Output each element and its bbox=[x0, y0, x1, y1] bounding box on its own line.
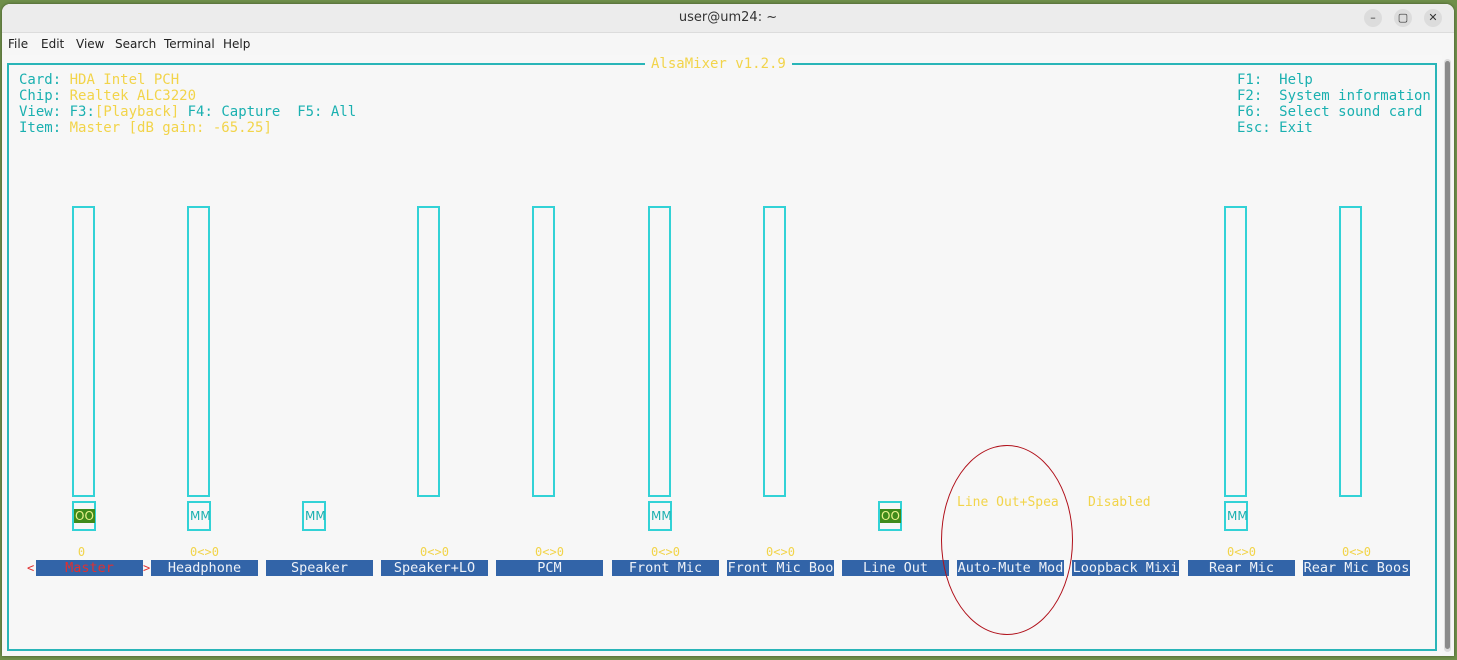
channel-label-line-out[interactable]: Line Out bbox=[842, 560, 949, 576]
mute-toggle-headphone[interactable]: MM bbox=[187, 501, 211, 531]
menu-bar: File Edit View Search Terminal Help bbox=[2, 33, 1454, 55]
value-rear-mic: 0<>0 bbox=[1227, 545, 1256, 559]
maximize-icon[interactable]: ▢ bbox=[1394, 9, 1412, 27]
volume-bar-master[interactable] bbox=[72, 206, 95, 497]
close-icon[interactable]: ✕ bbox=[1424, 9, 1442, 27]
item-line: Item: Master [dB gain: -65.25] bbox=[19, 120, 272, 136]
mute-toggle-front-mic[interactable]: MM bbox=[648, 501, 672, 531]
chip-line: Chip: Realtek ALC3220 bbox=[19, 88, 197, 104]
channel-label-speaker[interactable]: Speaker bbox=[266, 560, 373, 576]
card-line: Card: HDA Intel PCH bbox=[19, 72, 180, 88]
channel-label-loopback-mixing[interactable]: Loopback Mixi bbox=[1072, 560, 1179, 576]
value-rear-mic-boost: 0<>0 bbox=[1342, 545, 1371, 559]
help-f2: F2: System information bbox=[1237, 88, 1431, 104]
terminal-window: user@um24: ~ – ▢ ✕ File Edit View Search… bbox=[2, 4, 1454, 656]
menu-terminal[interactable]: Terminal bbox=[164, 37, 215, 51]
channel-label-front-mic[interactable]: Front Mic bbox=[612, 560, 719, 576]
help-f1: F1: Help bbox=[1237, 72, 1313, 88]
menu-file[interactable]: File bbox=[8, 37, 29, 51]
value-front-mic-boost: 0<>0 bbox=[766, 545, 795, 559]
menu-view[interactable]: View bbox=[76, 37, 105, 51]
minimize-icon[interactable]: – bbox=[1364, 9, 1382, 27]
volume-bar-pcm[interactable] bbox=[532, 206, 555, 497]
menu-edit[interactable]: Edit bbox=[41, 37, 65, 51]
terminal-area[interactable]: AlsaMixer v1.2.9 Card: HDA Intel PCH Chi… bbox=[2, 55, 1442, 656]
value-speaker-lo: 0<>0 bbox=[420, 545, 449, 559]
value-pcm: 0<>0 bbox=[535, 545, 564, 559]
loopback-value: Disabled bbox=[1088, 495, 1151, 510]
menu-search[interactable]: Search bbox=[115, 37, 157, 51]
volume-bar-headphone[interactable] bbox=[187, 206, 210, 497]
channel-label-headphone[interactable]: Headphone bbox=[151, 560, 258, 576]
volume-bar-rear-mic-boost[interactable] bbox=[1339, 206, 1362, 497]
volume-bar-speaker-lo[interactable] bbox=[417, 206, 440, 497]
selection-left-arrow: < bbox=[27, 561, 35, 575]
value-master: 0 bbox=[77, 545, 86, 559]
volume-bar-rear-mic[interactable] bbox=[1224, 206, 1247, 497]
mixer-title: AlsaMixer v1.2.9 bbox=[645, 56, 792, 72]
volume-bar-front-mic[interactable] bbox=[648, 206, 671, 497]
mute-toggle-rear-mic[interactable]: MM bbox=[1224, 501, 1248, 531]
channel-label-master[interactable]: Master bbox=[36, 560, 143, 576]
window-title: user@um24: ~ bbox=[678, 10, 778, 25]
scrollbar-thumb[interactable] bbox=[1445, 61, 1450, 649]
mute-toggle-master[interactable]: OO bbox=[72, 501, 96, 531]
channel-label-speaker-lo[interactable]: Speaker+LO bbox=[381, 560, 488, 576]
help-esc: Esc: Exit bbox=[1237, 120, 1313, 136]
selection-right-arrow: > bbox=[143, 561, 151, 575]
mute-toggle-speaker[interactable]: MM bbox=[302, 501, 326, 531]
value-headphone: 0<>0 bbox=[190, 545, 219, 559]
title-bar: user@um24: ~ – ▢ ✕ bbox=[2, 4, 1454, 33]
annotation-ellipse bbox=[941, 445, 1073, 635]
menu-help[interactable]: Help bbox=[223, 37, 251, 51]
channel-label-front-mic-boost[interactable]: Front Mic Boo bbox=[727, 560, 834, 576]
help-f6: F6: Select sound card bbox=[1237, 104, 1423, 120]
value-front-mic: 0<>0 bbox=[651, 545, 680, 559]
channel-label-pcm[interactable]: PCM bbox=[496, 560, 603, 576]
mute-toggle-line-out[interactable]: OO bbox=[878, 501, 902, 531]
volume-bar-front-mic-boost[interactable] bbox=[763, 206, 786, 497]
view-line: View: F3:[Playback] F4: Capture F5: All bbox=[19, 104, 357, 120]
channel-label-rear-mic-boost[interactable]: Rear Mic Boos bbox=[1303, 560, 1410, 576]
channel-label-rear-mic[interactable]: Rear Mic bbox=[1188, 560, 1295, 576]
